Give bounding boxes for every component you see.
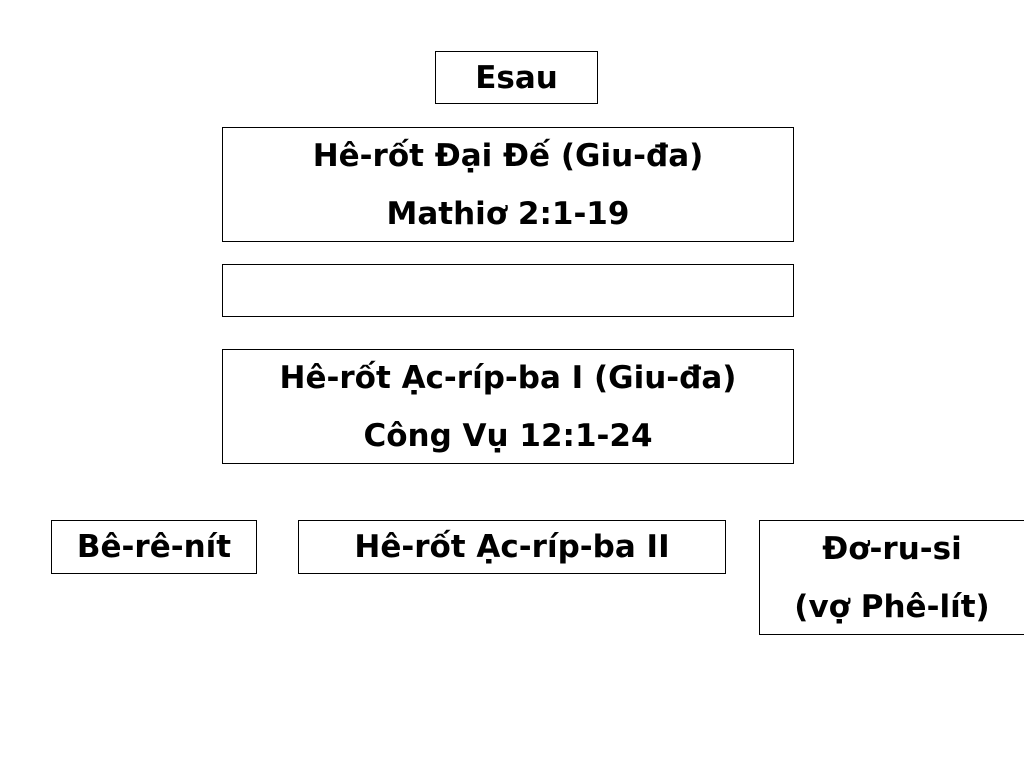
esau-box: Esau (435, 51, 598, 104)
herod-agrippa-i-reference: Công Vụ 12:1-24 (363, 417, 653, 454)
herod-agrippa-i-name: Hê-rốt Ạc-ríp-ba I (Giu-đa) (279, 359, 737, 396)
drusilla-name: Đơ-ru-si (822, 530, 962, 567)
herod-agrippa-ii-label: Hê-rốt Ạc-ríp-ba II (354, 529, 670, 565)
herod-the-great-box: Hê-rốt Đại Đế (Giu-đa) Mathiơ 2:1-19 (222, 127, 794, 242)
herod-agrippa-ii-box: Hê-rốt Ạc-ríp-ba II (298, 520, 726, 574)
drusilla-box: Đơ-ru-si (vợ Phê-lít) (759, 520, 1024, 635)
herod-agrippa-i-box: Hê-rốt Ạc-ríp-ba I (Giu-đa) Công Vụ 12:1… (222, 349, 794, 464)
herod-the-great-reference: Mathiơ 2:1-19 (386, 195, 630, 232)
herod-the-great-name: Hê-rốt Đại Đế (Giu-đa) (312, 137, 704, 174)
empty-box (222, 264, 794, 317)
esau-label: Esau (475, 59, 558, 96)
drusilla-note: (vợ Phê-lít) (794, 588, 990, 625)
bernice-label: Bê-rê-nít (76, 529, 232, 565)
bernice-box: Bê-rê-nít (51, 520, 257, 574)
